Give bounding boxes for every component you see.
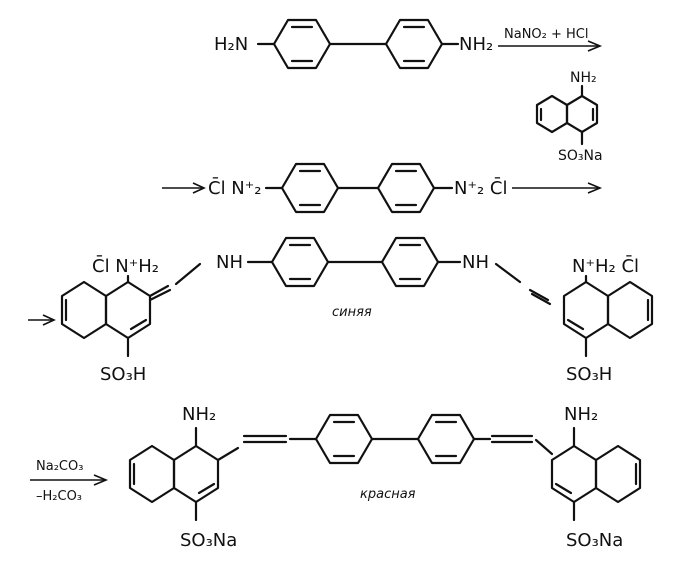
base-reagent-label: Na₂CO₃ (36, 459, 83, 474)
blue-form: C̄l N⁺H₂ SO₃H NH NH N⁺H₂ C̄l (28, 236, 654, 385)
diazonium-left-label: C̄l N⁺₂ (208, 177, 261, 199)
diazonium-right-label: N⁺₂ C̄l (454, 177, 507, 199)
red-left-amino-label: NH₂ (182, 404, 216, 425)
naphthionate-reagent: NH₂ SO₃Na (535, 70, 603, 164)
red-form: Na₂CO₃ –H₂CO₃ NH₂ SO₃Na NH₂ (30, 404, 642, 551)
amine-right-label: NH₂ (459, 34, 493, 55)
reagent-label: NaNO₂ + HCl (504, 27, 588, 42)
blue-right-nh-label: NH (462, 252, 489, 273)
bis-diazonium-salt: C̄l N⁺₂ N⁺₂ C̄l (162, 162, 603, 214)
red-color-label: красная (360, 487, 416, 502)
red-right-sulfo-label: SO₃Na (566, 530, 623, 551)
blue-left-top-label: C̄l N⁺H₂ (92, 255, 159, 277)
blue-left-sulfo-label: SO₃H (100, 364, 146, 385)
red-left-sulfo-label: SO₃Na (180, 530, 237, 551)
reaction-arrow-diazotization: NaNO₂ + HCl (498, 27, 603, 52)
blue-left-nh-label: NH (216, 252, 243, 273)
blue-right-sulfo-label: SO₃H (566, 364, 612, 385)
amine-left-label: H₂N (214, 34, 248, 55)
byproduct-label: –H₂CO₃ (36, 489, 82, 504)
blue-color-label: синяя (332, 305, 372, 320)
benzidine: H₂N NH₂ (214, 18, 493, 70)
red-right-amino-label: NH₂ (564, 404, 598, 425)
naphthylamine-sulfonate-label: SO₃Na (558, 148, 603, 164)
naphthylamine-amino-label: NH₂ (570, 70, 597, 86)
blue-right-top-label: N⁺H₂ C̄l (572, 255, 639, 277)
